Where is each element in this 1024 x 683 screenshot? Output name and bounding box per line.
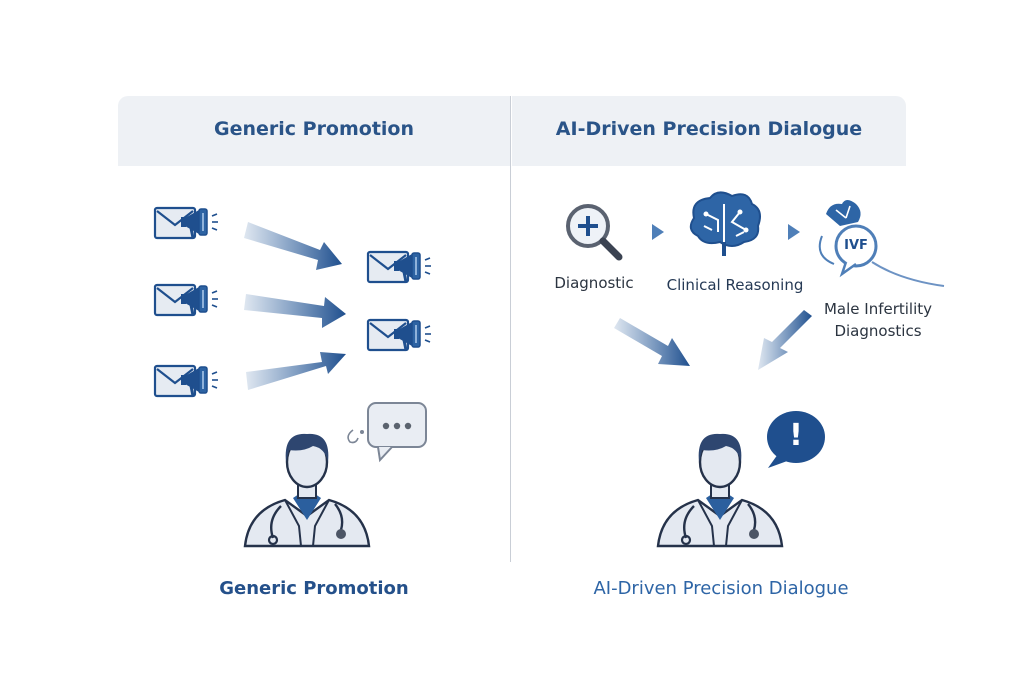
alert-symbol: ! [789, 418, 803, 453]
left-footer-title: Generic Promotion [219, 578, 409, 599]
doctor-icon [656, 432, 784, 548]
arrow-icon [614, 318, 690, 366]
left-flow [153, 206, 433, 548]
mail-megaphone-icon [153, 283, 220, 317]
mail-megaphone-icon [366, 250, 433, 284]
arrow-icon [244, 294, 346, 328]
chevron-right-icon [788, 224, 800, 240]
magnifier-plus-icon [566, 204, 623, 261]
mail-megaphone-icon [366, 318, 433, 352]
left-panel-title: Generic Promotion [213, 118, 415, 140]
chevron-right-icon [652, 224, 664, 240]
arrow-icon [758, 310, 812, 370]
right-panel-title: AI-Driven Precision Dialogue [555, 118, 863, 140]
step-label-diagnostic: Diagnostic [554, 274, 634, 292]
ivf-badge: IVF [844, 238, 868, 253]
arrow-icon [246, 352, 346, 390]
step-label-clinical-reasoning: Clinical Reasoning [666, 276, 804, 294]
doctor-icon [243, 432, 371, 548]
ivf-reproductive-icon [818, 200, 945, 287]
left-header-band [118, 96, 510, 166]
right-footer-title: AI-Driven Precision Dialogue [593, 578, 849, 599]
mail-megaphone-icon [153, 206, 220, 240]
panel-divider [510, 96, 511, 562]
right-header-band [512, 96, 906, 166]
mail-megaphone-icon [153, 364, 220, 398]
right-flow [566, 191, 945, 548]
step-label-male-infertility: Male Infertility Diagnostics [823, 300, 933, 340]
alert-bubble-icon [767, 411, 825, 468]
chat-bubble-icon [347, 402, 427, 463]
arrow-icon [244, 222, 342, 270]
brain-circuit-icon [689, 191, 761, 256]
